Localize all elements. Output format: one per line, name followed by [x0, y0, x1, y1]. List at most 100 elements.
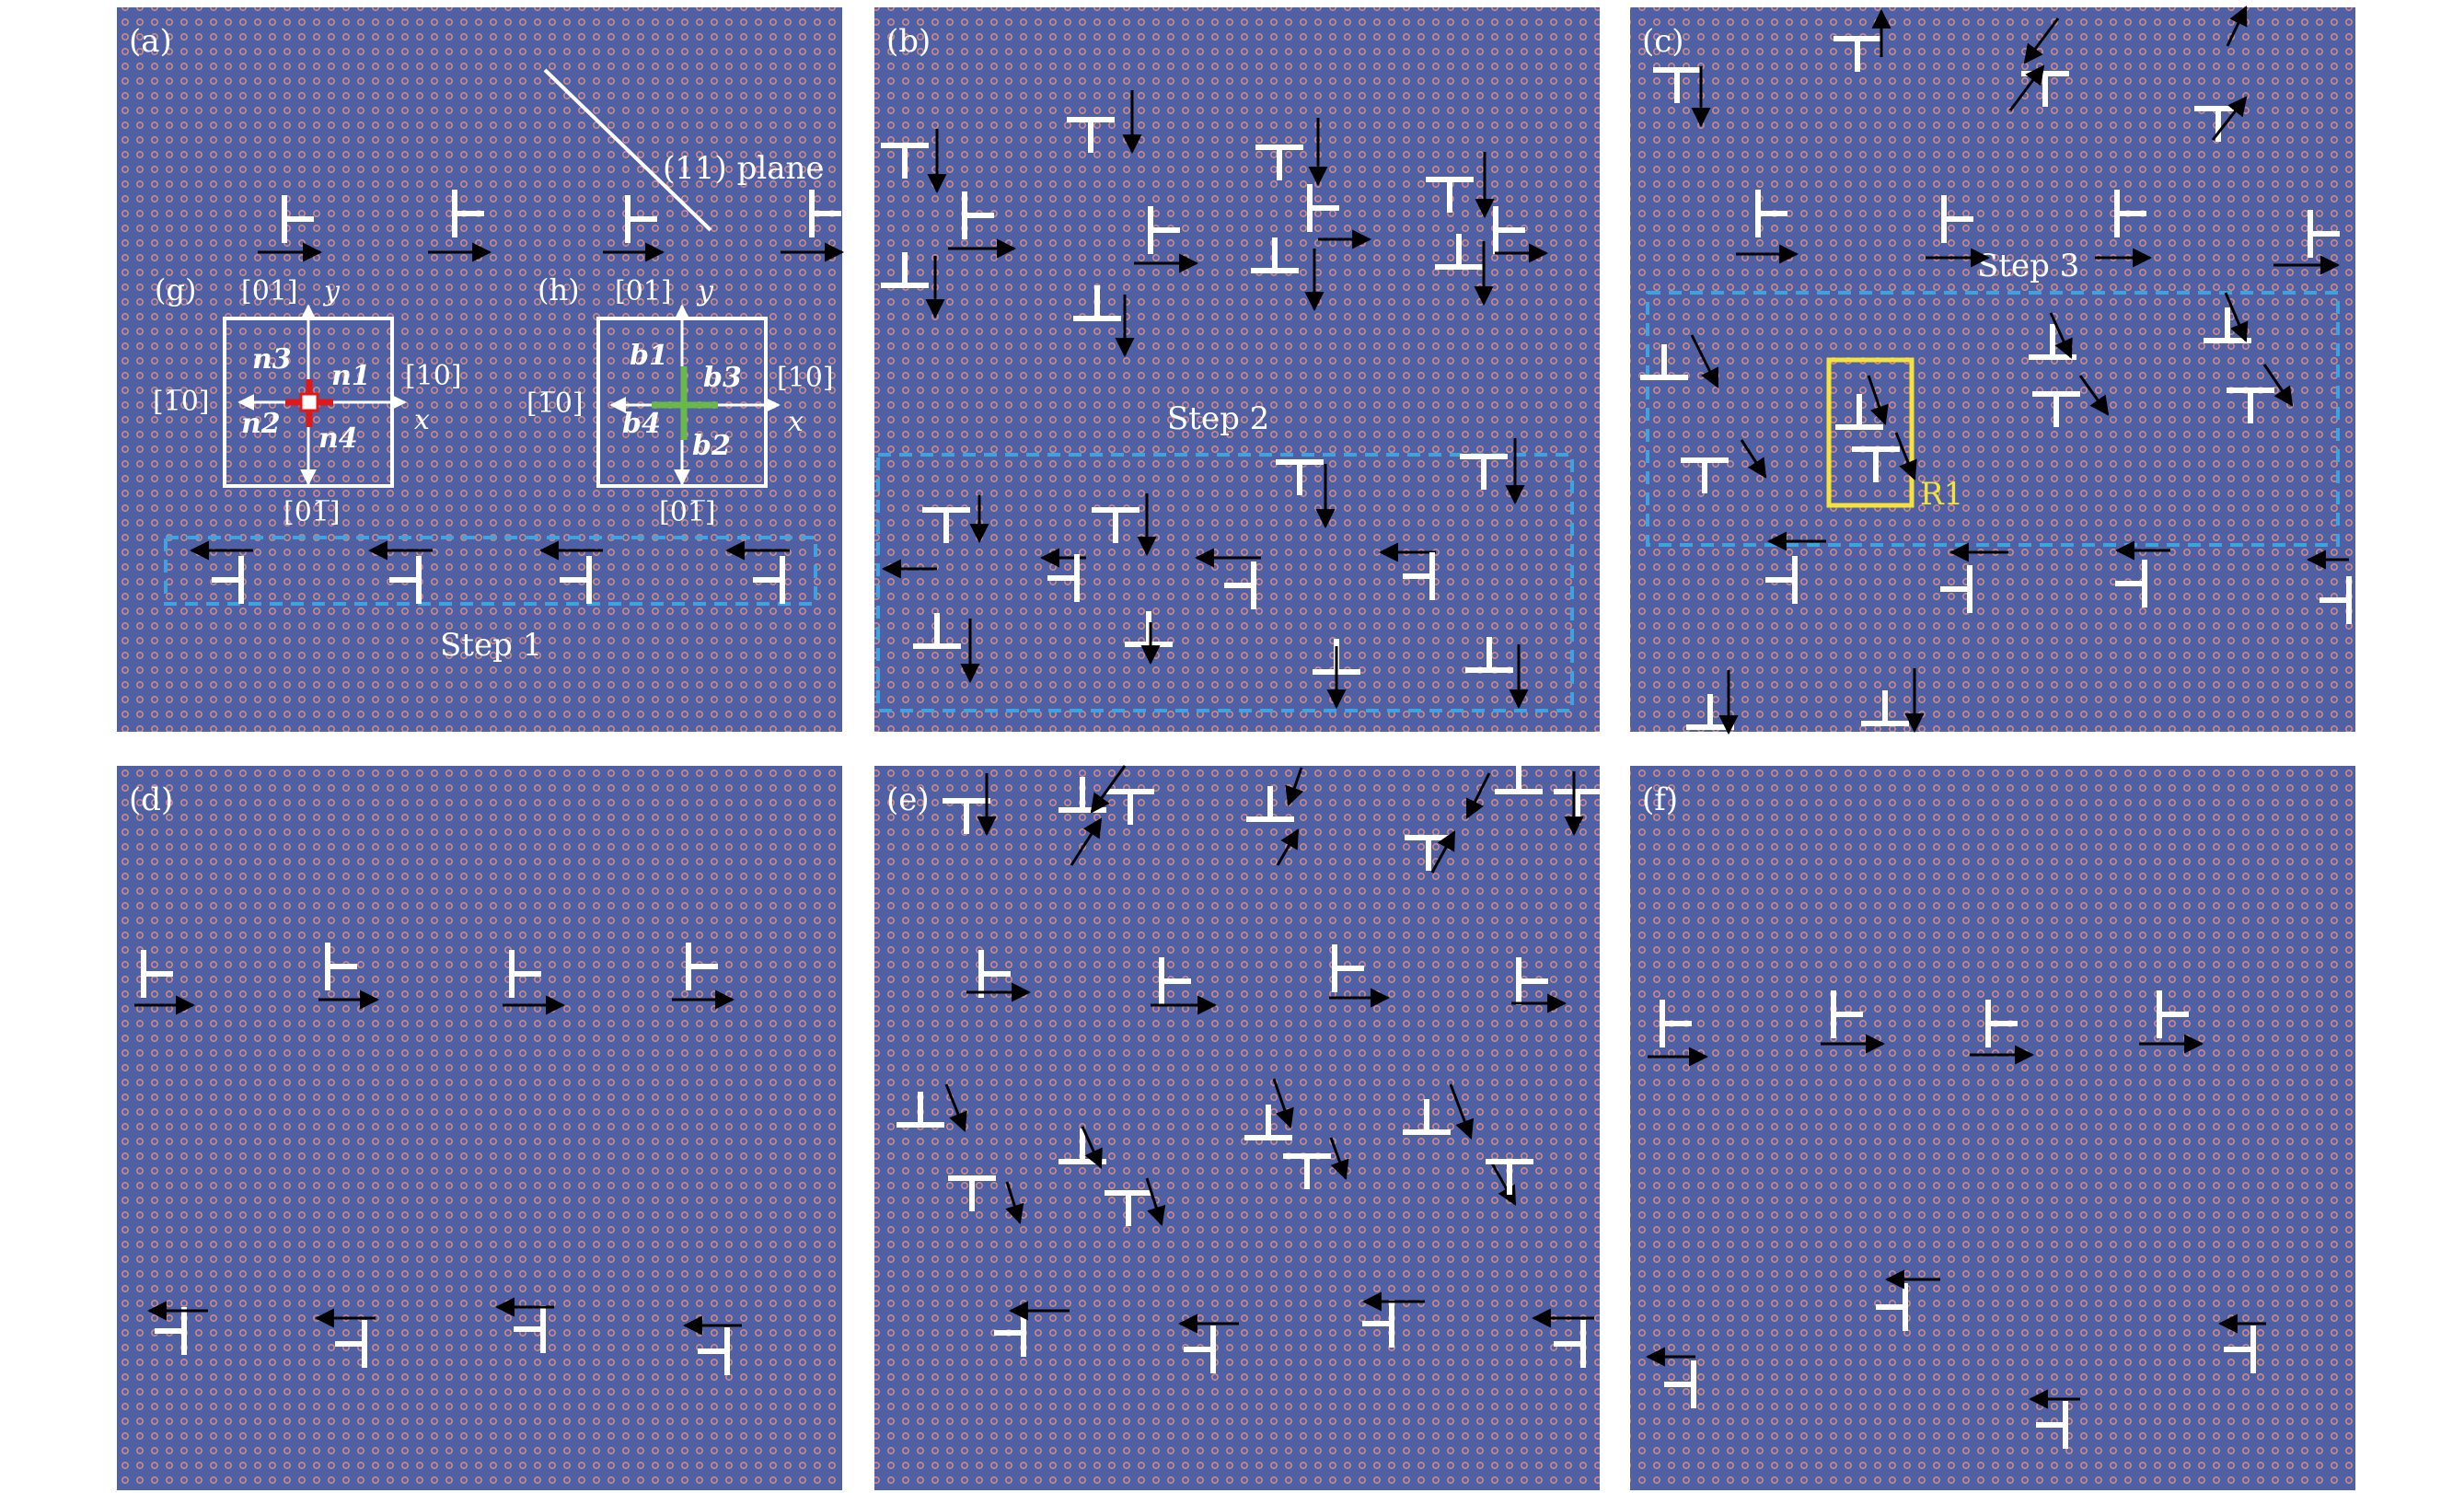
dislocation-symbol [1940, 565, 1972, 613]
burgers-arrow [1005, 1181, 1024, 1225]
dislocation-symbol [1184, 1325, 1216, 1373]
dislocation-symbol [1495, 758, 1543, 794]
step1-box [164, 536, 817, 606]
burgers-arrow [1070, 817, 1103, 866]
inset-h-b2: b2 [692, 430, 731, 462]
inset-g: (g) [01] y [1̅0] [10] x [01̅] n3 n1 n2 n… [153, 272, 462, 528]
inset-h-top: [01] [615, 275, 672, 307]
inset-h-burgers-icon [652, 366, 718, 440]
dislocation-symbol [1047, 554, 1080, 602]
panel-e [874, 766, 1600, 1490]
dislocation-symbol [212, 556, 244, 604]
dislocation-symbol [2036, 1401, 2068, 1449]
burgers-arrow [2262, 364, 2294, 407]
dislocation-symbol [1276, 459, 1324, 495]
dislocation-symbol [698, 1327, 730, 1375]
dislocation-symbol [141, 950, 173, 998]
inset-h-x: x [788, 406, 804, 438]
burgers-arrow [1867, 375, 1889, 425]
dislocation-symbol [1105, 1190, 1152, 1226]
plane-label: (11) plane [663, 150, 825, 187]
burgers-arrow [1690, 334, 1719, 388]
dislocation-symbol [1985, 1000, 2018, 1047]
burgers-arrow [2211, 96, 2248, 141]
dislocation-symbol [1852, 446, 1900, 482]
dislocation-symbol [1125, 611, 1173, 647]
dislocation-symbol [1664, 1360, 1696, 1408]
dislocation-symbol [2319, 576, 2352, 624]
dislocation-symbol [2308, 210, 2340, 258]
burgers-arrow [1329, 1137, 1349, 1180]
inset-g-top: [01] [241, 275, 298, 307]
panel-e-label: (e) [886, 781, 930, 818]
burgers-arrow [2226, 6, 2248, 47]
inset-h-b3: b3 [703, 362, 742, 394]
dislocation-symbol [452, 190, 484, 237]
panel-d-label: (d) [129, 781, 173, 818]
dislocation-symbol [1224, 561, 1256, 609]
dislocation-symbol [1426, 177, 1474, 213]
panel-c-label: (c) [1642, 23, 1684, 60]
dislocation-symbol [560, 556, 592, 604]
dislocation-symbol [1159, 957, 1191, 1005]
inset-h-label: (h) [538, 272, 580, 307]
dislocation-symbol [1255, 145, 1303, 180]
burgers-arrow [1894, 432, 1917, 480]
step2-box [876, 453, 1574, 712]
dislocation-symbol [809, 190, 841, 237]
dislocation-symbol [753, 556, 785, 604]
dislocation-symbol [962, 191, 994, 239]
dislocation-symbol [1834, 36, 1881, 72]
dislocation-symbol [1653, 67, 1701, 103]
dislocation-symbol [1435, 234, 1483, 270]
dislocation-symbol [1765, 556, 1798, 604]
panel-b [874, 7, 1600, 732]
burgers-arrow [2078, 375, 2110, 416]
inset-h: (h) [01] y [1̅0] [10] x [01̅] b1 b3 b4 b… [526, 272, 834, 528]
panel-f-label: (f) [1642, 781, 1678, 818]
dislocation-symbol [1876, 1283, 1908, 1331]
plane-line [543, 68, 712, 232]
burgers-arrow [1465, 772, 1491, 819]
panel-c [1630, 7, 2355, 732]
dislocation-symbol [1073, 285, 1121, 321]
dislocation-symbol [1460, 454, 1508, 490]
dislocation-symbol [1251, 237, 1299, 273]
dislocation-symbol [1307, 184, 1339, 232]
dislocation-symbol [1403, 552, 1435, 600]
burgers-arrow [2023, 17, 2060, 64]
burgers-arrow [1090, 765, 1127, 814]
burgers-arrow [2049, 312, 2073, 359]
inset-g-n1: n1 [331, 360, 371, 392]
burgers-arrow [1276, 828, 1300, 866]
inset-g-label: (g) [155, 272, 196, 307]
panel-a [117, 7, 842, 732]
inset-g-x: x [414, 404, 430, 436]
step3-box [1646, 291, 2340, 547]
dislocation-symbol [1244, 1105, 1292, 1140]
r1-label: R1 [1920, 476, 1963, 513]
inset-g-center-icon [285, 379, 333, 427]
burgers-arrow [2008, 64, 2045, 111]
dislocation-symbol [1403, 1099, 1451, 1135]
inset-h-left: [1̅0] [526, 388, 584, 420]
dislocation-symbol [2114, 190, 2146, 237]
dislocation-symbol [1516, 957, 1548, 1005]
dislocation-symbol [625, 195, 657, 243]
dislocation-symbol [1283, 1153, 1331, 1189]
dislocation-symbol [155, 1307, 187, 1355]
dislocation-symbol [335, 1320, 367, 1368]
dislocation-symbol [1941, 195, 1973, 243]
dislocation-symbol [1092, 507, 1139, 543]
step3-label: Step 3 [1977, 248, 2079, 284]
inset-h-y: y [696, 275, 714, 307]
burgers-arrow [1285, 767, 1304, 806]
dislocation-symbol [1332, 944, 1364, 992]
panel-b-label: (b) [886, 23, 931, 60]
dislocation-symbol [922, 507, 970, 543]
inset-h-b4: b4 [622, 408, 661, 440]
dislocation-symbol [389, 556, 422, 604]
dislocation-symbol [1067, 117, 1115, 153]
dislocation-symbol [1486, 1159, 1533, 1195]
